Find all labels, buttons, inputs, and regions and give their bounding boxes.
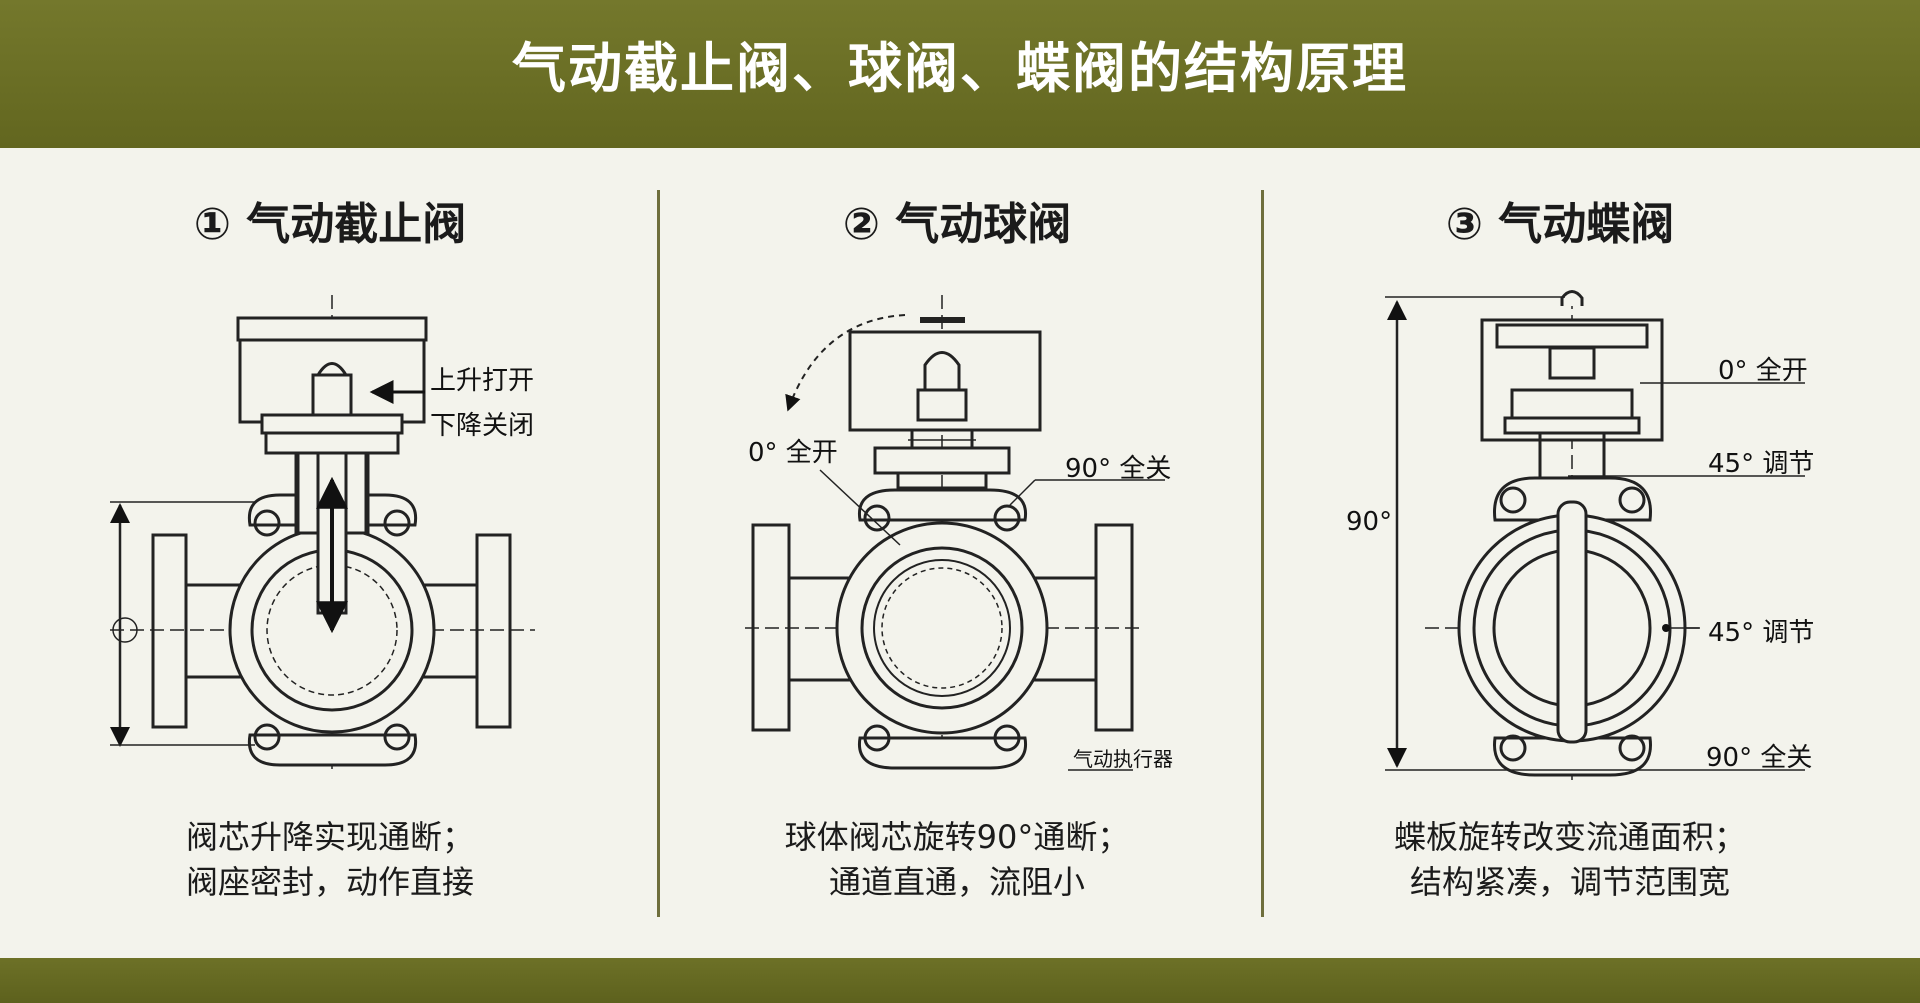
label-lift-open: 上升打开: [430, 366, 535, 396]
label-butterfly-adjust-1: 45° 调节: [1708, 449, 1815, 479]
globe-desc-line-1: 阀芯升降实现通断；: [185, 818, 474, 856]
ball-valve-description: 球体阀芯旋转90°通断； 通道直通，流阻小: [737, 815, 1177, 905]
label-butterfly-adjust-2: 45° 调节: [1708, 618, 1815, 648]
label-butterfly-close: 90° 全关: [1706, 743, 1813, 773]
label-butterfly-open: 0° 全开: [1718, 356, 1808, 386]
panel-title-butterfly-valve: ③ 气动蝶阀: [1445, 199, 1675, 250]
butterfly-valve-description: 蝶板旋转改变流通面积； 结构紧凑，调节范围宽: [1360, 815, 1780, 905]
header-bar: [0, 0, 1920, 148]
adjust-point-mark: [1662, 624, 1670, 632]
ball-valve-drawing: [745, 295, 1165, 775]
label-butterfly-angle: 90°: [1346, 507, 1393, 537]
butterfly-desc-line-2: 结构紧凑，调节范围宽: [1409, 863, 1730, 901]
butterfly-desc-line-1: 蝶板旋转改变流通面积；: [1393, 818, 1746, 856]
label-ball-open: 0° 全开: [748, 438, 838, 468]
label-actuator: 气动执行器: [1073, 747, 1173, 771]
panel-title-ball-valve: ② 气动球阀: [842, 199, 1072, 250]
divider-1: [657, 190, 660, 917]
footer-bar: [0, 958, 1920, 1003]
divider-2: [1261, 190, 1264, 917]
butterfly-valve-drawing: [1385, 290, 1805, 780]
page-title: 气动截止阀、球阀、蝶阀的结构原理: [512, 37, 1408, 100]
panel-title-globe-valve: ① 气动截止阀: [193, 199, 467, 250]
globe-valve-description: 阀芯升降实现通断； 阀座密封，动作直接: [130, 815, 530, 905]
ball-desc-line-2: 通道直通，流阻小: [828, 863, 1085, 901]
label-lower-close: 下降关闭: [430, 411, 535, 441]
globe-desc-line-2: 阀座密封，动作直接: [185, 863, 474, 901]
label-ball-close: 90° 全关: [1065, 454, 1172, 484]
ball-desc-line-1: 球体阀芯旋转90°通断；: [784, 818, 1130, 856]
